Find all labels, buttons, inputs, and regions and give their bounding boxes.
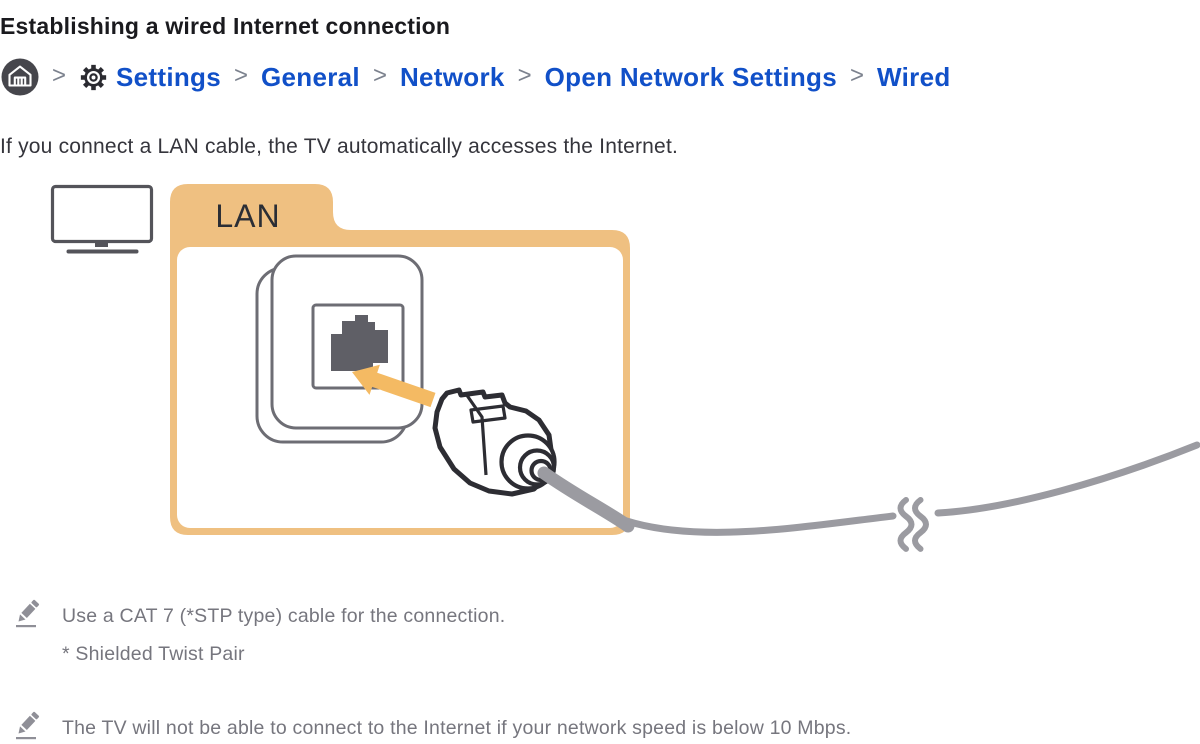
- breadcrumb-separator: >: [372, 62, 387, 89]
- page-title: Establishing a wired Internet connection: [0, 13, 451, 40]
- breadcrumb-item-open-network-settings[interactable]: Open Network Settings: [545, 62, 837, 93]
- breadcrumb-item-label: Open Network Settings: [544, 61, 837, 92]
- breadcrumb-item-label: General: [261, 61, 360, 92]
- breadcrumb-separator: >: [517, 62, 532, 89]
- tv-icon: [50, 184, 154, 254]
- note-line: The TV will not be able to connect to th…: [62, 717, 852, 739]
- pencil-note-icon: [16, 599, 40, 628]
- intro-text: If you connect a LAN cable, the TV autom…: [0, 135, 679, 158]
- note-cat7: Use a CAT 7 (*STP type) cable for the co…: [14, 597, 505, 673]
- breadcrumb-item-wired[interactable]: Wired: [877, 62, 951, 93]
- gear-icon: [80, 64, 107, 90]
- breadcrumb-item-settings[interactable]: Settings: [79, 62, 221, 93]
- breadcrumb-separator: >: [850, 62, 865, 89]
- breadcrumb-item-label: Wired: [877, 61, 951, 92]
- ethernet-plug-icon: [432, 387, 557, 497]
- note-line: Use a CAT 7 (*STP type) cable for the co…: [62, 605, 506, 627]
- cable-break-mark: [897, 497, 929, 552]
- breadcrumb-separator: >: [233, 62, 248, 89]
- home-icon: [1, 58, 39, 96]
- lan-wall-socket-icon: [255, 254, 424, 444]
- note-speed: The TV will not be able to connect to th…: [14, 709, 851, 744]
- breadcrumb-item-label: Settings: [116, 61, 221, 92]
- breadcrumb-item-label: Network: [399, 61, 505, 92]
- breadcrumb-item-general[interactable]: General: [261, 62, 360, 93]
- lan-panel: LAN: [170, 184, 630, 535]
- pencil-note-icon: [16, 711, 40, 740]
- lan-port-label: LAN: [215, 198, 280, 234]
- breadcrumb-item-network[interactable]: Network: [400, 62, 505, 93]
- note-line: * Shielded Twist Pair: [62, 643, 245, 665]
- insert-arrow-icon: [352, 364, 436, 408]
- breadcrumb-separator: >: [52, 62, 67, 89]
- lan-cable: [537, 441, 1200, 552]
- home-button[interactable]: [1, 58, 39, 96]
- breadcrumb: > Settings > General > Network: [1, 57, 951, 97]
